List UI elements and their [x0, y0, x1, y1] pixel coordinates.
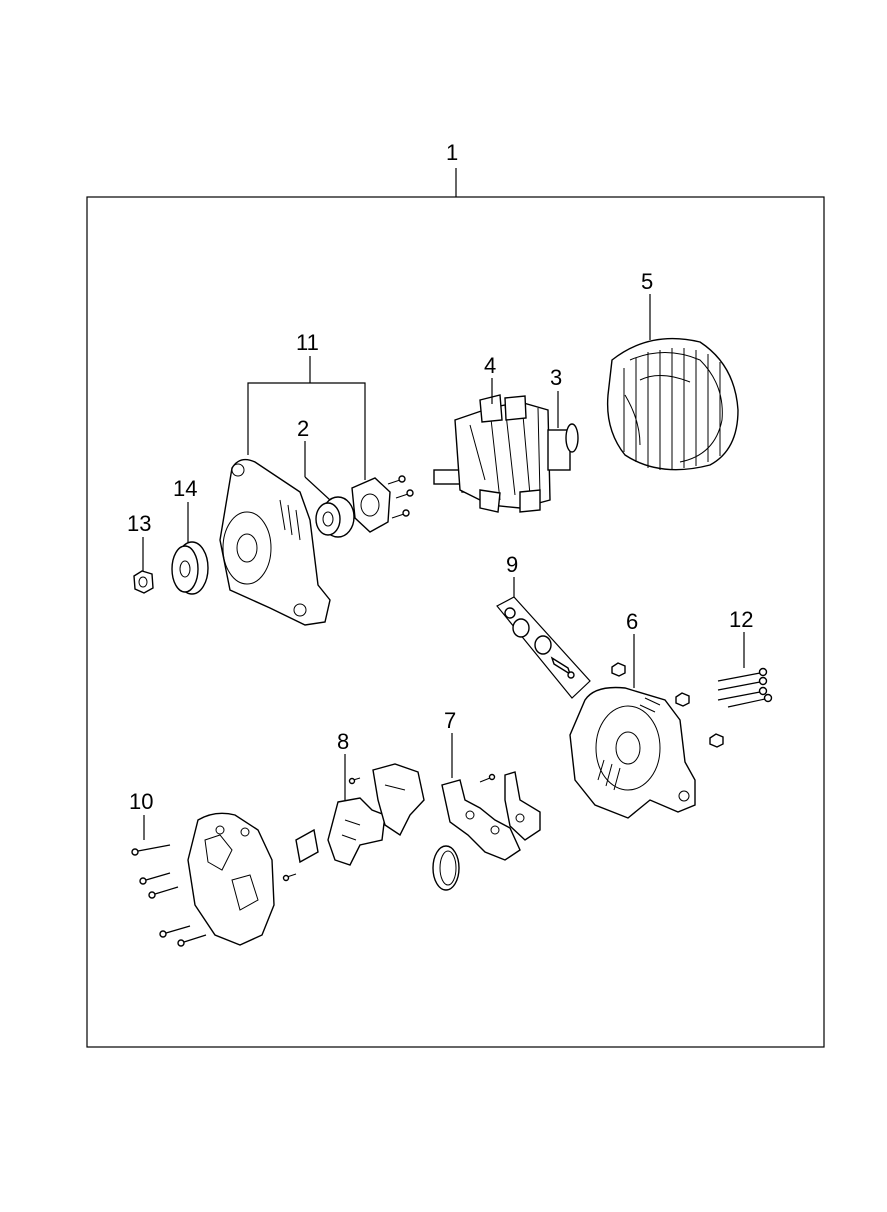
- callout-13[interactable]: 13: [127, 511, 151, 536]
- bearing-retainer-plate[interactable]: [351, 477, 391, 533]
- callout-10[interactable]: 10: [129, 789, 153, 814]
- stator-part[interactable]: [606, 337, 739, 471]
- brush-holder-screw-icon[interactable]: [479, 773, 496, 783]
- bearing-part[interactable]: [315, 496, 355, 538]
- callout-3[interactable]: 3: [550, 365, 562, 390]
- insulator-bush-part[interactable]: [504, 607, 575, 679]
- assembly-frame: [86, 196, 825, 1048]
- rotor-part[interactable]: [433, 394, 579, 513]
- leader-line-2b: [304, 476, 331, 501]
- rear-cover-part[interactable]: [187, 812, 275, 946]
- callout-1[interactable]: 1: [446, 140, 458, 165]
- callout-5[interactable]: 5: [641, 269, 653, 294]
- nut-part[interactable]: [133, 570, 154, 594]
- through-bolt-part[interactable]: [717, 667, 773, 708]
- callout-2[interactable]: 2: [297, 416, 309, 441]
- callout-9[interactable]: 9: [506, 552, 518, 577]
- callout-4[interactable]: 4: [484, 353, 496, 378]
- kit-outline-9: [496, 596, 591, 699]
- callout-14[interactable]: 14: [173, 476, 197, 501]
- brush-holder-part[interactable]: [441, 771, 541, 861]
- regulator-screw-icon[interactable]: [282, 777, 361, 882]
- pulley-part[interactable]: [171, 541, 209, 595]
- front-housing-part[interactable]: [219, 458, 331, 626]
- callout-7[interactable]: 7: [444, 708, 456, 733]
- regulator-part[interactable]: [295, 763, 425, 866]
- cover-screw-part[interactable]: [131, 844, 207, 947]
- callout-8[interactable]: 8: [337, 729, 349, 754]
- rear-housing-part[interactable]: [569, 686, 696, 819]
- callout-12[interactable]: 12: [729, 607, 753, 632]
- bracket-11: [247, 382, 366, 480]
- clamp-ring-part[interactable]: [432, 845, 460, 891]
- retainer-screw-icon[interactable]: [387, 475, 414, 519]
- callout-6[interactable]: 6: [626, 609, 638, 634]
- rear-nut-icon[interactable]: [611, 662, 724, 748]
- callout-11[interactable]: 11: [296, 330, 319, 355]
